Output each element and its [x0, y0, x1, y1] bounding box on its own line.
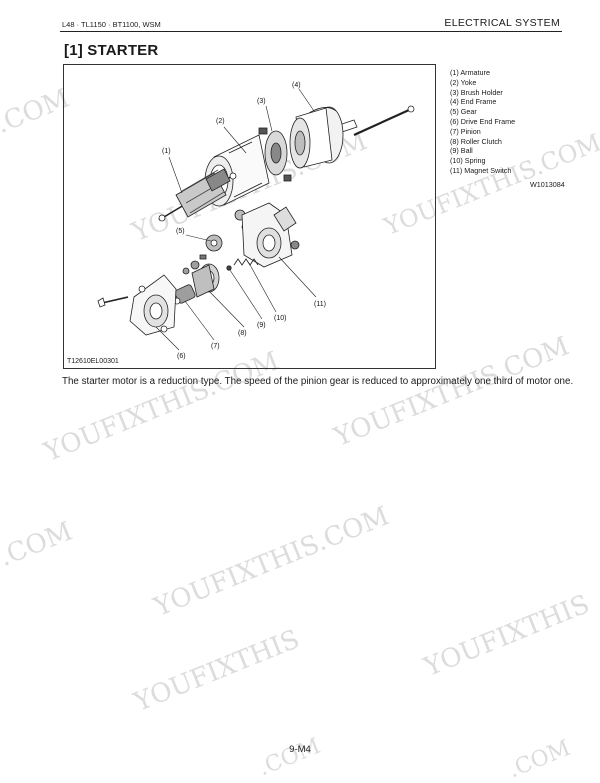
legend-item: (4) End Frame	[450, 97, 497, 107]
header-section-name: ELECTRICAL SYSTEM	[444, 17, 560, 29]
callout-7: (7)	[211, 343, 220, 350]
header-rule	[60, 31, 562, 32]
page-number: 9-M4	[289, 744, 311, 755]
armature-part	[158, 168, 237, 222]
callout-9: (9)	[257, 322, 266, 329]
leader-lines	[155, 88, 317, 351]
spring-part	[233, 258, 259, 266]
magnet-switch-part	[241, 202, 300, 268]
legend-item: (11) Magnet Switch	[450, 165, 512, 175]
callout-5: (5)	[176, 228, 185, 235]
legend-item: (8) Roller Clutch	[450, 136, 502, 146]
roller-clutch-part	[191, 263, 220, 298]
watermark: .COM	[255, 733, 325, 782]
callout-11: (11)	[314, 301, 326, 308]
legend-item: (10) Spring	[450, 156, 486, 166]
callout-2: (2)	[216, 118, 225, 125]
body-paragraph: The starter motor is a reduction type. T…	[62, 376, 574, 387]
callout-4: (4)	[292, 82, 301, 89]
legend-item: (7) Pinion	[450, 126, 481, 136]
drive-end-frame-part	[129, 274, 177, 336]
end-frame-part	[289, 106, 344, 169]
legend-code: W1013084	[530, 180, 565, 189]
mounting-bolt	[101, 296, 129, 304]
bolt-head	[407, 105, 415, 113]
callout-3: (3)	[257, 98, 266, 105]
header-model-list: L48 · TL1150 · BT1100, WSM	[62, 20, 161, 29]
callout-6: (6)	[177, 353, 186, 360]
legend-item: (9) Ball	[450, 146, 473, 156]
callout-8: (8)	[238, 330, 247, 337]
through-bolt	[353, 108, 410, 137]
watermark: YOUFIXTHIS	[420, 589, 594, 683]
parts-legend: (1) Armature (2) Yoke (3) Brush Holder (…	[450, 68, 515, 176]
watermark: YOUFIXTHIS	[130, 624, 304, 718]
brush-holder-part	[258, 127, 292, 182]
legend-item: (3) Brush Holder	[450, 87, 503, 97]
legend-item: (6) Drive End Frame	[450, 116, 516, 126]
watermark: YOUFIXTHIS.COM	[150, 501, 394, 623]
callout-1: (1)	[162, 148, 171, 155]
legend-item: (2) Yoke	[450, 77, 477, 87]
legend-item: (1) Armature	[450, 68, 490, 77]
pinion-part	[173, 284, 196, 305]
callout-10: (10)	[274, 315, 286, 322]
ball-part	[226, 265, 232, 271]
starter-exploded-diagram: (1) (2) (3) (4) (5) (6) (7) (8) (9) (10)…	[97, 82, 415, 360]
starter-exploded-figure: (1) (2) (3) (4) (5) (6) (7) (8) (9) (10)…	[63, 64, 436, 369]
watermark: .COM	[0, 516, 77, 573]
section-title: [1] STARTER	[64, 42, 159, 59]
legend-item: (5) Gear	[450, 107, 477, 117]
figure-code: T12610EL00301	[67, 358, 119, 365]
gear-part	[182, 209, 252, 275]
